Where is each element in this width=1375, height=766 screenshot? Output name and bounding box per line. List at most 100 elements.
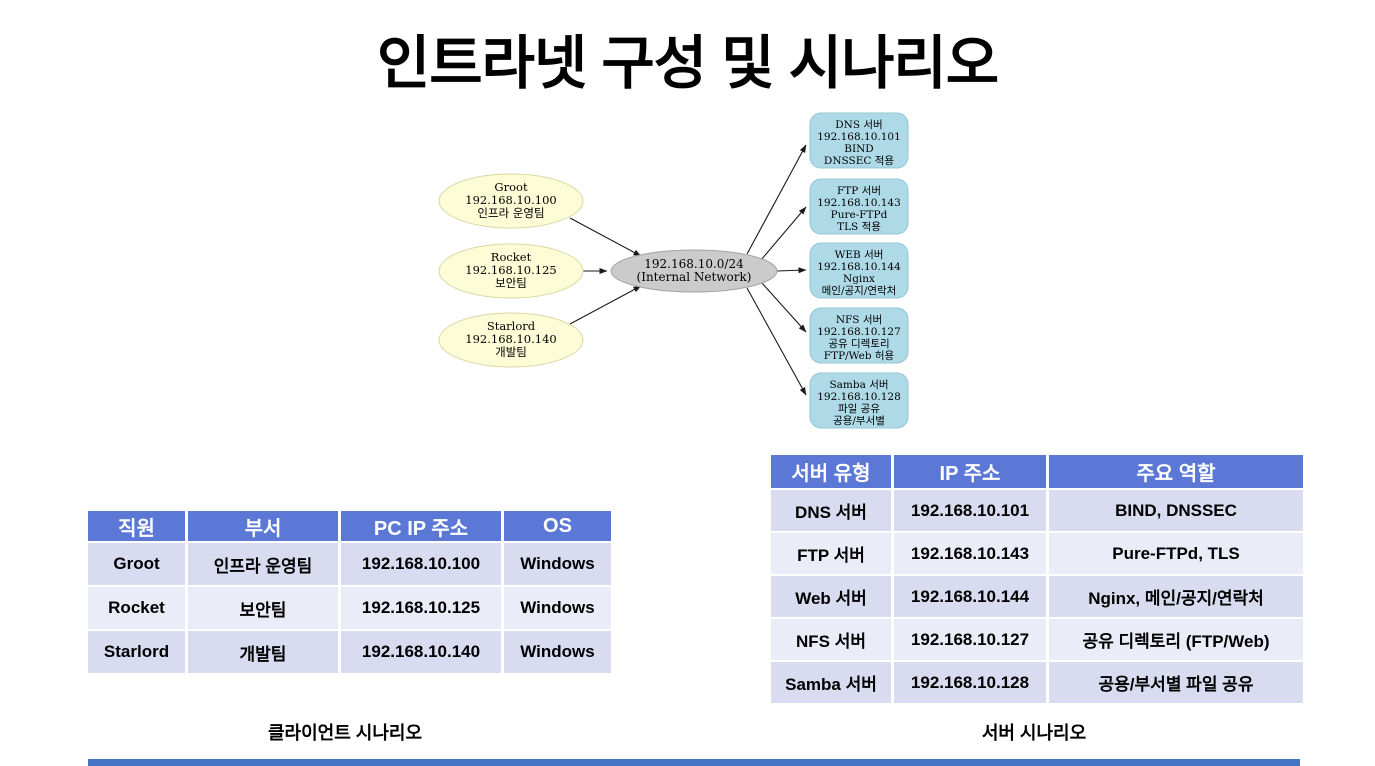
server-table-cell: BIND, DNSSEC [1049, 490, 1303, 531]
client-table-cell: 192.168.10.100 [341, 543, 501, 585]
server-info: BIND [844, 143, 873, 155]
server-info: 메인/공지/연락처 [822, 285, 897, 297]
server-table-cell: 192.168.10.143 [894, 533, 1046, 574]
server-table-cell: 192.168.10.128 [894, 662, 1046, 703]
server-info: TLS 적용 [837, 221, 881, 233]
server-table: 서버 유형 IP 주소 주요 역할 DNS 서버 192.168.10.101 … [768, 453, 1306, 705]
client-table-caption: 클라이언트 시나리오 [267, 723, 423, 743]
server-table-cell: 192.168.10.101 [894, 490, 1046, 531]
edge-network-web [776, 267, 807, 274]
server-node-web: WEB 서버 192.168.10.144 Nginx 메인/공지/연락처 [809, 242, 909, 299]
client-table-cell: Windows [504, 587, 611, 629]
edge-network-nfs [760, 281, 807, 333]
server-table-cell: Pure-FTPd, TLS [1049, 533, 1303, 574]
client-table-cell: 192.168.10.140 [341, 631, 501, 673]
client-table-cell: 192.168.10.125 [341, 587, 501, 629]
client-table-cell: Rocket [88, 587, 185, 629]
server-info: 파일 공유 [838, 402, 880, 415]
server-table-cell: NFS 서버 [771, 619, 891, 660]
network-node: 192.168.10.0/24 (Internal Network) [610, 249, 778, 293]
network-diagram-svg: Groot 192.168.10.100 인프라 운영팀 Rocket 192.… [438, 112, 909, 429]
network-cidr: 192.168.10.0/24 [644, 257, 744, 271]
server-table-cell: Nginx, 메인/공지/연락처 [1049, 576, 1303, 617]
server-edges [746, 144, 807, 396]
client-table-cell: Starlord [88, 631, 185, 673]
server-ip: 192.168.10.144 [817, 261, 901, 273]
server-table-caption: 서버 시나리오 [981, 723, 1087, 743]
server-table-header: 서버 유형 [771, 455, 891, 488]
server-box [809, 372, 909, 429]
client-ip: 192.168.10.100 [465, 193, 556, 207]
client-table-header-row: 직원 부서 PC IP 주소 OS [88, 511, 611, 541]
client-table: 직원 부서 PC IP 주소 OS Groot 인프라 운영팀 192.168.… [85, 509, 614, 675]
client-table-header: 부서 [188, 511, 338, 541]
table-row: FTP 서버 192.168.10.143 Pure-FTPd, TLS [771, 533, 1303, 574]
server-table-cell: 공유 디렉토리 (FTP/Web) [1049, 619, 1303, 660]
server-table-cell: Web 서버 [771, 576, 891, 617]
edge-starlord-network [569, 285, 642, 325]
client-node-groot: Groot 192.168.10.100 인프라 운영팀 [438, 173, 584, 229]
network-ellipse [610, 249, 778, 293]
client-table-cell: 인프라 운영팀 [188, 543, 338, 585]
table-row: DNS 서버 192.168.10.101 BIND, DNSSEC [771, 490, 1303, 531]
server-table-header: 주요 역할 [1049, 455, 1303, 488]
server-box [809, 307, 909, 364]
table-row: Samba 서버 192.168.10.128 공용/부서별 파일 공유 [771, 662, 1303, 703]
server-type: WEB 서버 [835, 249, 884, 261]
server-table-cell: Samba 서버 [771, 662, 891, 703]
client-ip: 192.168.10.140 [465, 332, 556, 346]
server-ip: 192.168.10.101 [817, 131, 901, 143]
table-row: Rocket 보안팀 192.168.10.125 Windows [88, 587, 611, 629]
server-info: 공유 디렉토리 [828, 338, 889, 350]
client-table-cell: 보안팀 [188, 587, 338, 629]
client-edges [569, 217, 642, 325]
server-info: 공용/부서별 [833, 415, 885, 427]
server-node-dns: DNS 서버 192.168.10.101 BIND DNSSEC 적용 [809, 112, 909, 169]
client-team: 개발팀 [495, 345, 527, 359]
client-table-header: 직원 [88, 511, 185, 541]
edge-network-ftp [760, 206, 807, 261]
server-info: Nginx [843, 273, 875, 285]
client-table-cell: Windows [504, 631, 611, 673]
network-label: (Internal Network) [637, 270, 752, 284]
client-ellipse [438, 243, 584, 299]
server-node-ftp: FTP 서버 192.168.10.143 Pure-FTPd TLS 적용 [809, 178, 909, 235]
table-row: Web 서버 192.168.10.144 Nginx, 메인/공지/연락처 [771, 576, 1303, 617]
server-type: NFS 서버 [836, 314, 882, 326]
server-table-cell: FTP 서버 [771, 533, 891, 574]
server-info: DNSSEC 적용 [824, 155, 895, 167]
server-ip: 192.168.10.127 [817, 326, 901, 338]
edge-groot-network [569, 217, 642, 257]
client-table-header: OS [504, 511, 611, 541]
client-node-rocket: Rocket 192.168.10.125 보안팀 [438, 243, 584, 299]
client-name: Groot [494, 180, 528, 194]
server-table-cell: 192.168.10.127 [894, 619, 1046, 660]
table-row: NFS 서버 192.168.10.127 공유 디렉토리 (FTP/Web) [771, 619, 1303, 660]
server-ip: 192.168.10.143 [817, 197, 901, 209]
server-info: FTP/Web 허용 [824, 350, 895, 362]
client-table-cell: Windows [504, 543, 611, 585]
server-ip: 192.168.10.128 [817, 391, 901, 403]
server-info: Pure-FTPd [831, 209, 888, 221]
server-node-samba: Samba 서버 192.168.10.128 파일 공유 공용/부서별 [809, 372, 909, 429]
client-name: Starlord [487, 319, 536, 333]
client-table-cell: Groot [88, 543, 185, 585]
client-team: 보안팀 [495, 276, 527, 290]
server-table-cell: 공용/부서별 파일 공유 [1049, 662, 1303, 703]
client-ellipse [438, 312, 584, 368]
edge-network-dns [746, 144, 807, 255]
server-box [809, 178, 909, 235]
server-type: FTP 서버 [837, 185, 881, 197]
table-row: Starlord 개발팀 192.168.10.140 Windows [88, 631, 611, 673]
server-box [809, 112, 909, 169]
server-table-header: IP 주소 [894, 455, 1046, 488]
client-ellipse [438, 173, 584, 229]
server-type: Samba 서버 [829, 379, 888, 391]
client-node-starlord: Starlord 192.168.10.140 개발팀 [438, 312, 584, 368]
client-name: Rocket [491, 250, 532, 264]
server-table-cell: 192.168.10.144 [894, 576, 1046, 617]
client-table-header: PC IP 주소 [341, 511, 501, 541]
server-node-nfs: NFS 서버 192.168.10.127 공유 디렉토리 FTP/Web 허용 [809, 307, 909, 364]
server-box [809, 242, 909, 299]
